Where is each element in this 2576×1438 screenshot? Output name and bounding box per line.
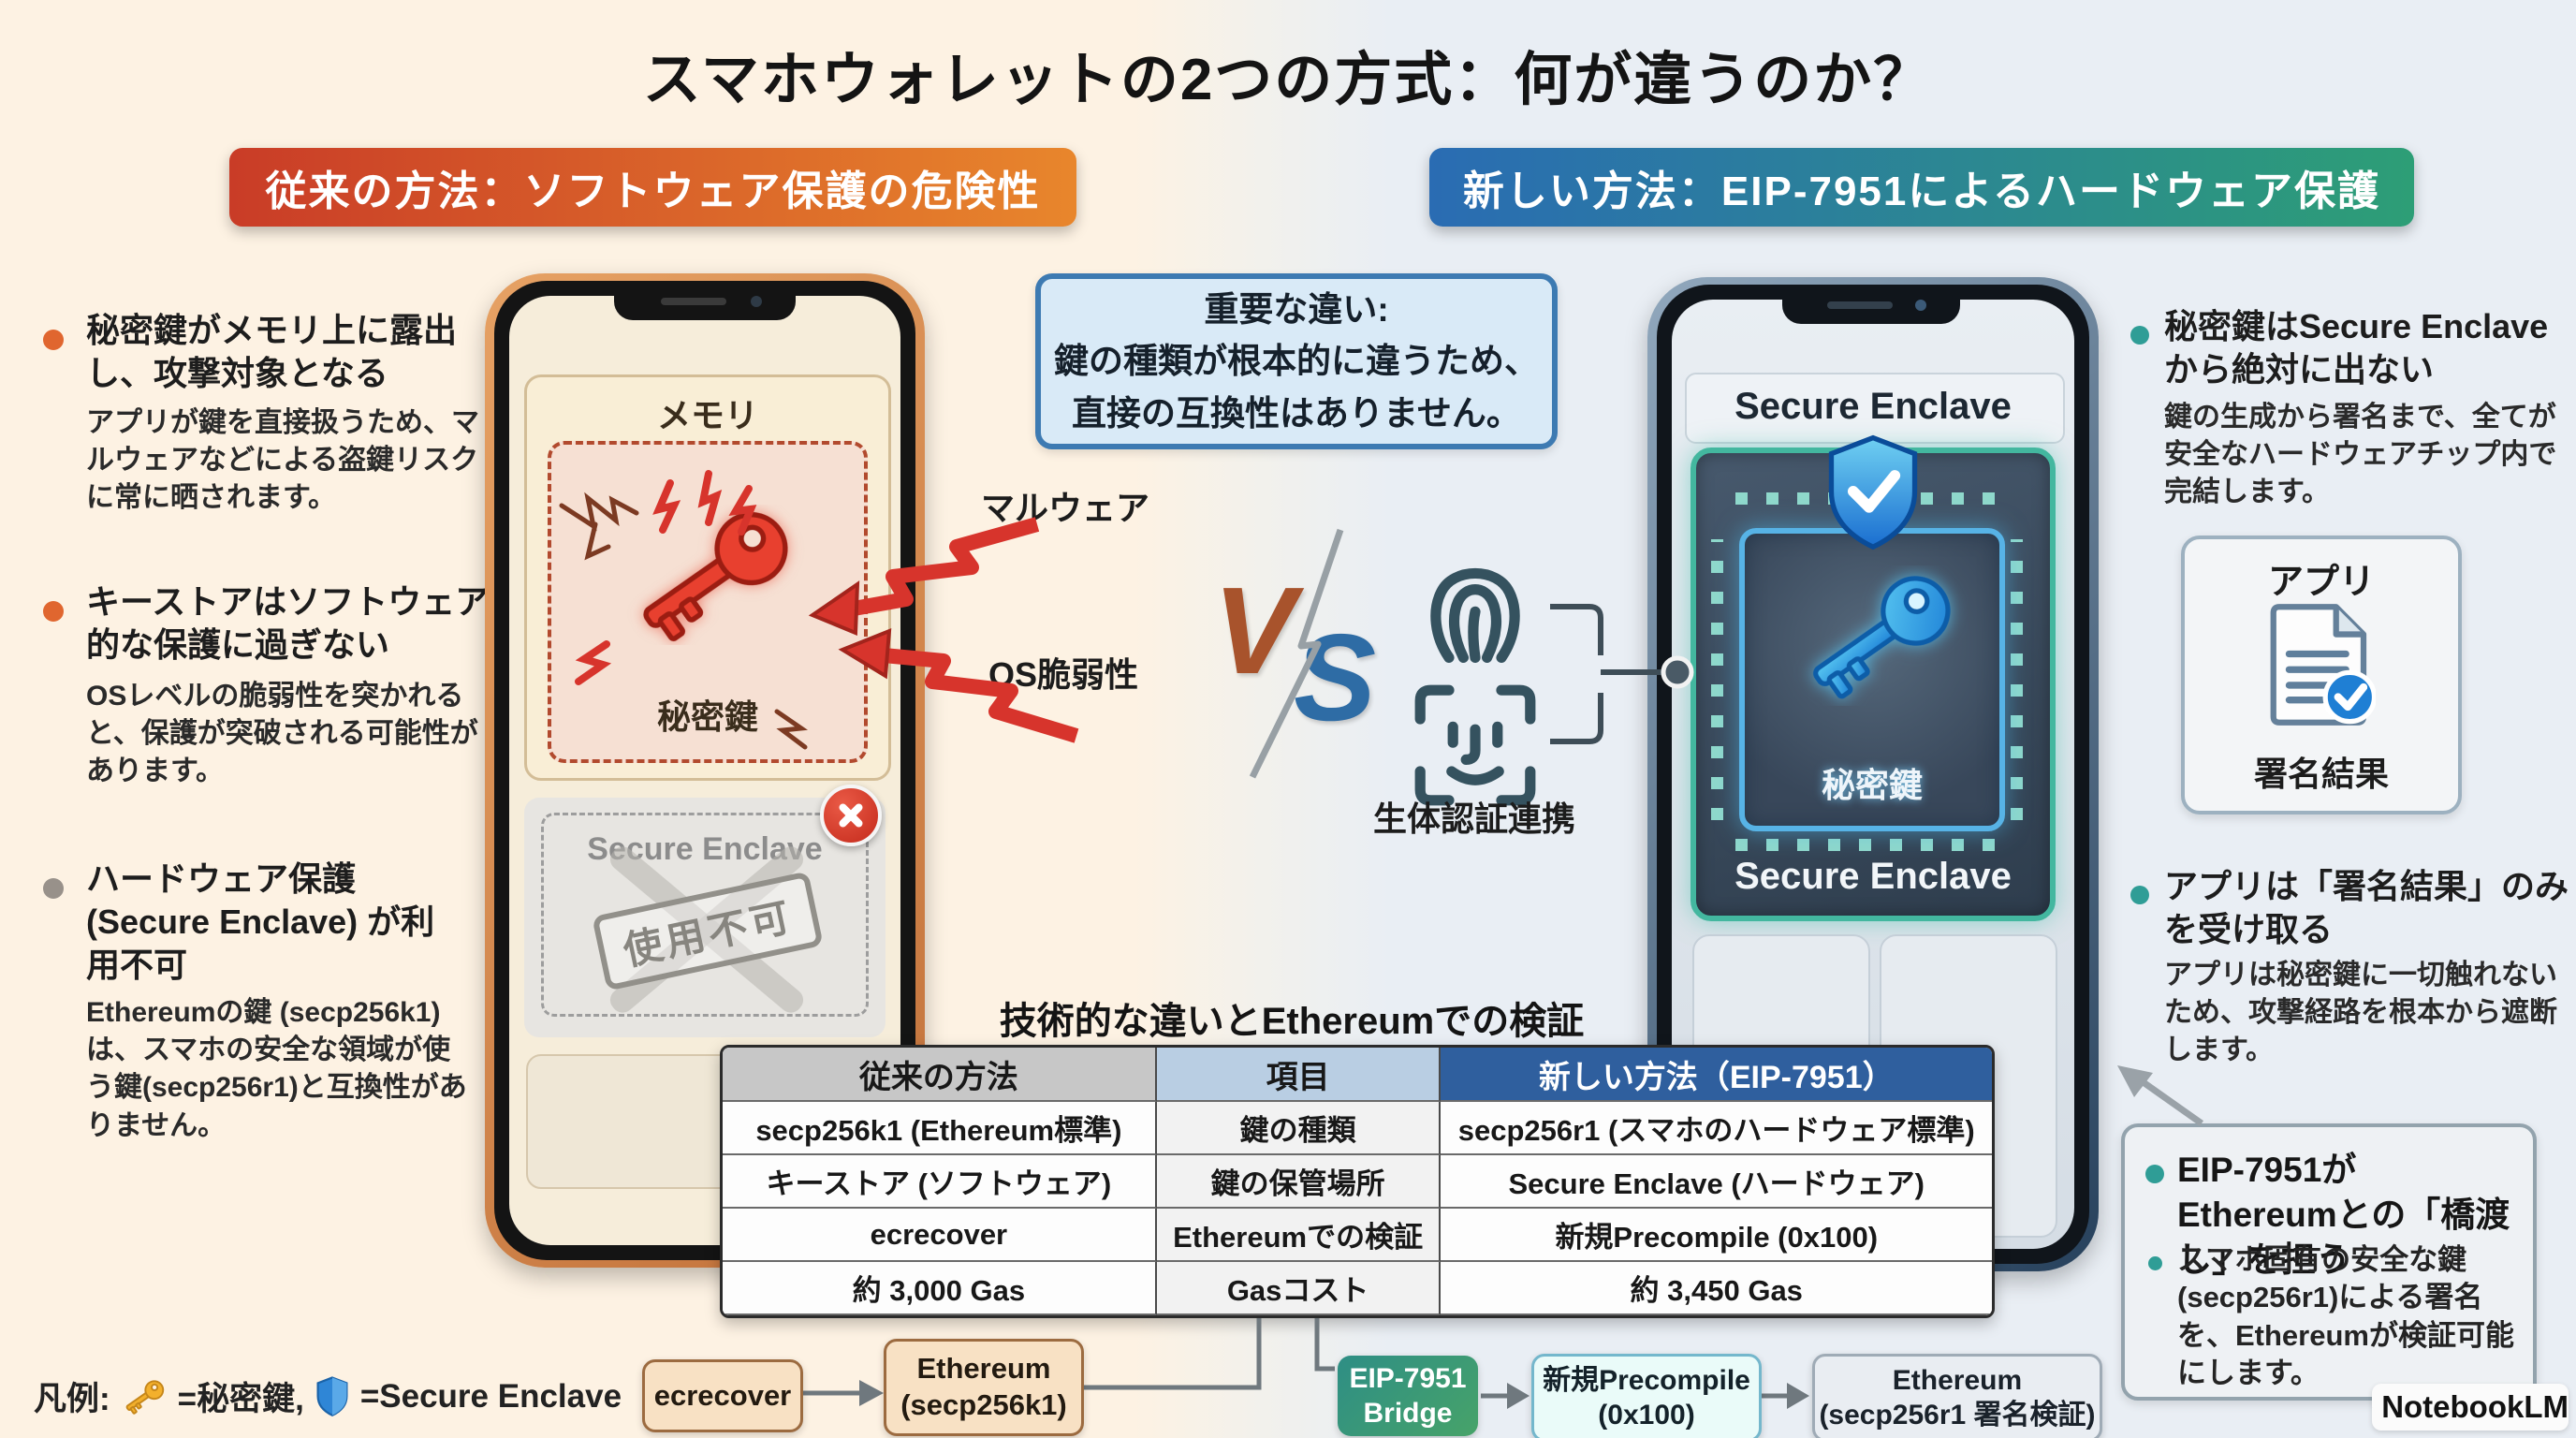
legacy-section-header: 従来の方法：ソフトウェア保護の危険性 (229, 148, 1076, 227)
legacy-bullet-3-body: Ethereumの鍵 (secp256k1)は、スマホの安全な領域が使う鍵(se… (86, 997, 467, 1141)
secure-key-icon (1813, 576, 1951, 699)
new-section-header: 新しい方法：EIP-7951によるハードウェア保護 (1429, 148, 2414, 227)
chip-label: Secure Enclave (1734, 856, 2012, 897)
table-cell: Secure Enclave (ハードウェア) (1441, 1155, 1992, 1209)
bullet-dot (2145, 1165, 2164, 1183)
memory-danger-zone: 秘密鍵 (548, 441, 868, 763)
legacy-bullet-2-title: キーストアはソフトウェア的な保護に過ぎない (86, 582, 490, 665)
bullet-dot (43, 330, 64, 350)
flow-ethereum-r1: Ethereum (secp256r1 署名検証) (1812, 1354, 2102, 1438)
chip-pins (1735, 839, 1999, 851)
legacy-bullet-2-body: OSレベルの脆弱性を突かれると、保護が突破される可能性があります。 (86, 681, 478, 787)
secure-bullet-2-body: アプリは秘密鍵に一切触れないため、攻撃経路を根本から遮断します。 (2164, 960, 2557, 1066)
table-cell: 新規Precompile (0x100) (1441, 1209, 1992, 1262)
app-box-title: アプリ (2267, 563, 2375, 602)
brand-name: NotebookLM (2381, 1389, 2569, 1424)
table-cell: secp256r1 (スマホのハードウェア標準) (1441, 1102, 1992, 1155)
flow-ethereum-k1: Ethereum (secp256k1) (884, 1339, 1084, 1436)
table-cell: 約 3,450 Gas (1441, 1262, 1992, 1315)
bullet-dot (2130, 326, 2149, 345)
signed-document-icon (2270, 604, 2376, 726)
bullet-dot (43, 601, 64, 622)
table-cell: 約 3,000 Gas (723, 1262, 1157, 1315)
error-badge-icon (820, 785, 882, 846)
table-cell: 鍵の種類 (1156, 1102, 1442, 1155)
flow-new-precompile: 新規Precompile (0x100) (1531, 1354, 1762, 1438)
chip-pins (1711, 539, 1723, 820)
malware-label: マルウェア (981, 489, 1150, 527)
bullet-dot (2148, 1256, 2162, 1270)
enclave-dashed-border (541, 813, 869, 1017)
flow-eip7951-bridge: EIP-7951 Bridge (1338, 1356, 1478, 1436)
flow-ecrecover: ecrecover (642, 1359, 803, 1432)
table-cell: secp256k1 (Ethereum標準) (723, 1102, 1157, 1155)
memory-label: メモリ (656, 396, 758, 434)
legend-key-icon (125, 1379, 164, 1415)
enclave-screen-title: Secure Enclave (1734, 386, 2012, 427)
bridge-box-title: EIP-7951がEthereumとの「橋渡し」を担う (2177, 1151, 2510, 1280)
bridge-box-body: スマホ固有の安全な鍵(secp256r1)による署名を、Ethereumが検証可… (2177, 1243, 2514, 1389)
table-cell: ecrecover (723, 1209, 1157, 1262)
legacy-bullet-1-title: 秘密鍵がメモリ上に露出し、攻撃対象となる (86, 311, 458, 393)
secure-enclave-chip: 秘密鍵 Secure Enclave (1690, 434, 2056, 921)
bridge-info-box: EIP-7951がEthereumとの「橋渡し」を担う スマホ固有の安全な鍵(s… (2121, 1123, 2537, 1401)
table-cell: 鍵の保管場所 (1156, 1155, 1442, 1209)
table-cell: キーストア (ソフトウェア) (723, 1155, 1157, 1209)
os-vuln-label: OS脆弱性 (988, 655, 1139, 694)
table-cell: Ethereumでの検証 (1156, 1209, 1442, 1262)
table-cell: Gasコスト (1156, 1262, 1442, 1315)
face-id-icon (1414, 684, 1536, 806)
legend-prefix: 凡例: (34, 1381, 110, 1417)
table-header-new: 新しい方法（EIP-7951） (1441, 1048, 1992, 1102)
chip-pins (2011, 539, 2023, 820)
chip-inner-core: 秘密鍵 (1739, 528, 2005, 831)
vs-letter-v: V (1213, 562, 1296, 699)
bullet-dot (43, 878, 64, 899)
signature-result-label: 署名結果 (2253, 755, 2389, 793)
private-key-icon (643, 511, 788, 641)
page-title: スマホウォレットの2つの方式：何が違うのか？ (642, 48, 1934, 112)
fingerprint-icon (1430, 568, 1520, 663)
legend-key-label: =秘密鍵, (177, 1381, 304, 1417)
brand-badge: NotebookLM (2372, 1384, 2569, 1431)
table-header-item: 項目 (1156, 1048, 1442, 1102)
vs-letter-s: S (1294, 609, 1377, 746)
table-header-legacy: 従来の方法 (723, 1048, 1157, 1102)
phone-notch (614, 288, 796, 320)
legacy-bullet-1-body: アプリが鍵を直接扱うため、マルウェアなどによる盗鍵リスクに常に晒されます。 (86, 407, 479, 514)
secure-bullet-1-body: 鍵の生成から署名まで、全てが安全なハードウェアチップ内で完結します。 (2164, 402, 2557, 508)
phone-notch (1782, 292, 1960, 324)
app-box: アプリ 署名結果 (2181, 536, 2462, 814)
legend-shield-label: =Secure Enclave (359, 1377, 622, 1415)
legend-shield-icon (316, 1375, 348, 1416)
legend: 凡例: =秘密鍵, =Secure Enclave (34, 1372, 622, 1420)
enclave-disabled-panel: Secure Enclave 使用不可 (524, 785, 886, 1037)
shield-check-icon (1828, 434, 1918, 550)
secure-bullet-1-title: 秘密鍵はSecure Enclaveから絶対に出ない (2164, 307, 2549, 389)
table-title: 技術的な違いとEthereumでの検証 (999, 1001, 1585, 1042)
comparison-table: 従来の方法 項目 新しい方法（EIP-7951） secp256k1 (Ethe… (720, 1045, 1995, 1318)
secure-key-label: 秘密鍵 (1821, 766, 1923, 804)
legacy-bullet-3-title: ハードウェア保護 (Secure Enclave) が利用不可 (86, 859, 435, 985)
key-difference-note: 重要な違い: 鍵の種類が根本的に違うため、 直接の互換性はありません。 (1035, 273, 1558, 449)
private-key-label: 秘密鍵 (656, 697, 758, 736)
biometric-label: 生体認証連携 (1372, 800, 1575, 838)
memory-panel: メモリ 秘密鍵 (524, 374, 891, 781)
bullet-dot (2130, 886, 2149, 904)
secure-bullet-2-title: アプリは「署名結果」のみを受け取る (2164, 867, 2569, 949)
